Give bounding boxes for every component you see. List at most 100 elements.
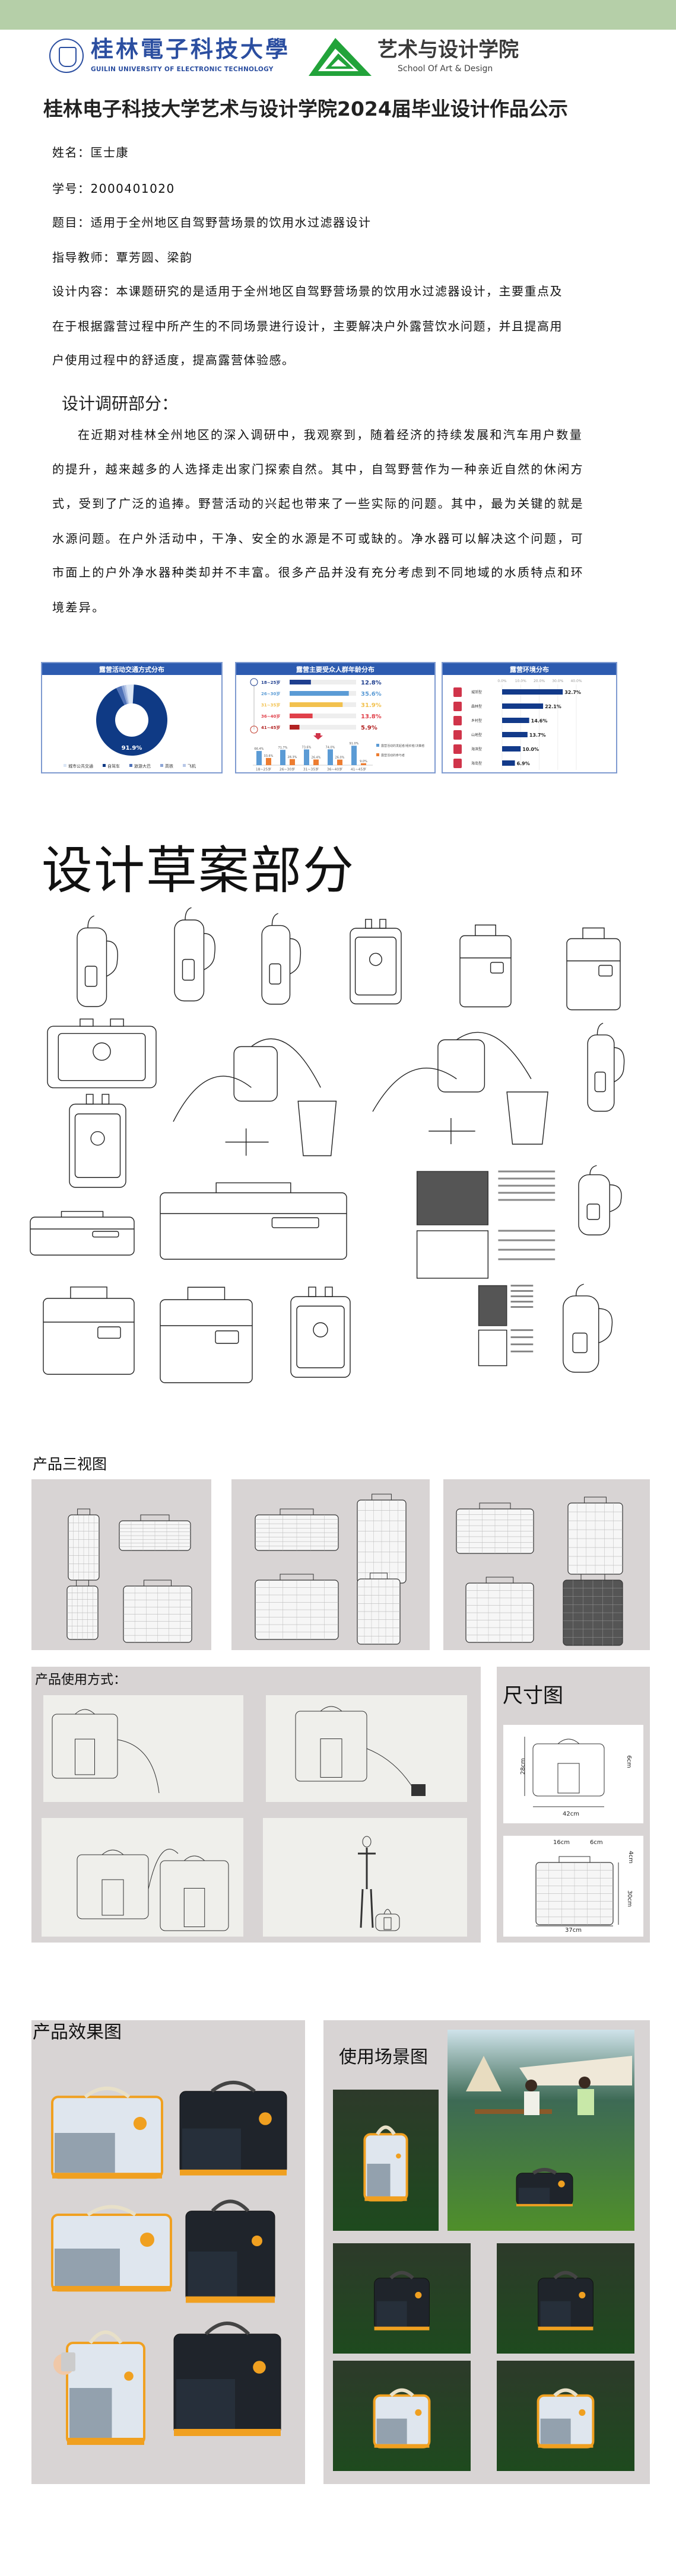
project-topic: 题目：适用于全州地区自驾野营场景的饮用水过滤器设计: [52, 215, 372, 230]
sketch-drawing: [160, 1287, 253, 1383]
dimension-heading: 尺寸图: [503, 1684, 563, 1708]
category-label: 城郊型: [471, 690, 482, 695]
device-body: [43, 1298, 135, 1375]
renders-panel: 产品效果图: [31, 2020, 305, 2484]
wireframe-view: [465, 1577, 534, 1643]
bar-track: [290, 680, 356, 684]
category-label: 海岛型: [471, 761, 482, 766]
outlet-hose: [250, 1038, 321, 1088]
page-title: 桂林电子科技大学艺术与设计学院2024届毕业设计作品公示: [43, 97, 568, 120]
person-head: [362, 1836, 372, 1848]
advisors: 指导教师：覃芳圆、梁韵: [52, 250, 193, 265]
environment-icon: [453, 702, 462, 711]
sketch-drawing: [47, 1018, 157, 1088]
device-body: [160, 1299, 253, 1383]
sketch-drawing: [350, 919, 402, 1005]
legend-swatch: [129, 764, 132, 767]
group-bar-label: 73.6%: [302, 746, 312, 750]
group-bar-26~30岁-0: [280, 750, 285, 765]
usage-panel: 产品使用方式：: [31, 1667, 481, 1943]
environment-icon: [453, 759, 462, 768]
control-strip: [490, 961, 504, 974]
age-label: 41~45岁: [261, 725, 280, 730]
scene-photos: [333, 2030, 634, 2471]
sketch-drawing: [160, 1182, 347, 1260]
bar-track: [290, 725, 356, 730]
product-render: [185, 2199, 275, 2303]
donut-slice-自驾车: [96, 684, 168, 756]
device-outline: [52, 1714, 118, 1779]
age-label: 26~30岁: [261, 691, 280, 696]
cap: [365, 919, 372, 929]
box-body: [47, 1026, 157, 1088]
line-drawing-device: [77, 1849, 149, 1919]
handle: [75, 1709, 95, 1715]
base-trim: [516, 2204, 573, 2206]
env-bar-山地型: [502, 732, 528, 737]
window: [182, 959, 195, 981]
inner-panel: [354, 937, 397, 996]
spout: [271, 913, 278, 926]
handle: [383, 1909, 392, 1915]
canopy: [519, 2056, 632, 2085]
research-line: 水源问题。在户外活动中，干净、安全的水源是不可或缺的。净水器可以解决这个问题，可: [52, 531, 584, 546]
base-trim: [538, 2326, 594, 2330]
transparent-tank: [519, 2187, 550, 2204]
value-label: 22.1%: [545, 704, 561, 709]
age-value-label: 31.9%: [361, 702, 382, 709]
wire-handle: [280, 1508, 314, 1515]
cap: [325, 1287, 333, 1297]
wire-handle: [280, 1574, 314, 1581]
width-label: 37cm: [565, 1927, 582, 1934]
product-render: [374, 2271, 430, 2330]
transparent-tank: [55, 2133, 115, 2173]
spout: [589, 1165, 597, 1175]
age-bar-26~30岁: [290, 691, 349, 696]
line-drawing-device: [295, 1706, 367, 1782]
wireframe-view: [563, 1574, 623, 1646]
handle: [215, 1182, 291, 1193]
orange-knob: [579, 2291, 586, 2298]
length-label: 42cm: [563, 1811, 579, 1817]
handle: [183, 1855, 205, 1861]
handle: [61, 1211, 104, 1217]
design-content-line: 设计内容：本课题研究的是适用于全州地区自驾野营场景的饮用水过滤器设计，主要重点及: [52, 284, 563, 298]
bottle-body: [174, 919, 205, 1002]
x-tick-label: 20.0%: [534, 679, 545, 683]
chart-title-bar: [443, 663, 616, 675]
sketch-drawing: [578, 1165, 622, 1236]
bottle-body: [587, 1034, 615, 1112]
chart-title-bar: [42, 663, 221, 675]
base-trim: [538, 2444, 594, 2448]
handle: [204, 933, 215, 970]
render-handle: [84, 2086, 131, 2099]
wireframe-view: [255, 1574, 339, 1640]
orange-knob: [415, 2291, 422, 2298]
sketch-drawing: [372, 1031, 548, 1145]
tank-window: [101, 1879, 124, 1916]
three-view-panel: [31, 1479, 211, 1650]
line-drawing-device: [532, 1738, 605, 1797]
product-render: [363, 2125, 408, 2202]
handle: [70, 1287, 107, 1298]
age-bar-18~25岁: [290, 680, 311, 684]
line-drawing-device: [160, 1855, 229, 1931]
transparent-tank: [176, 2379, 235, 2429]
env-bar-城郊型: [502, 689, 563, 695]
render-handle: [204, 2322, 250, 2336]
orange-knob: [396, 2153, 401, 2159]
inner-panel: [74, 1113, 121, 1178]
box-body: [290, 1296, 351, 1378]
transparent-tank: [182, 2128, 241, 2170]
wireframe-view: [255, 1508, 339, 1551]
header-band: [0, 0, 676, 30]
usage-heading: 产品使用方式：: [35, 1673, 127, 1687]
bottle-body: [77, 927, 107, 1007]
legend-label: 露营活动的发起者/组织者/决策者: [381, 744, 424, 748]
category-label: 乡村型: [471, 718, 482, 723]
transparent-tank: [376, 2418, 407, 2444]
chart-title: 露营环境分布: [510, 666, 549, 674]
cap-width-label: 6cm: [590, 1839, 603, 1846]
render-handle: [553, 2388, 578, 2397]
wire-handle: [372, 1494, 392, 1501]
